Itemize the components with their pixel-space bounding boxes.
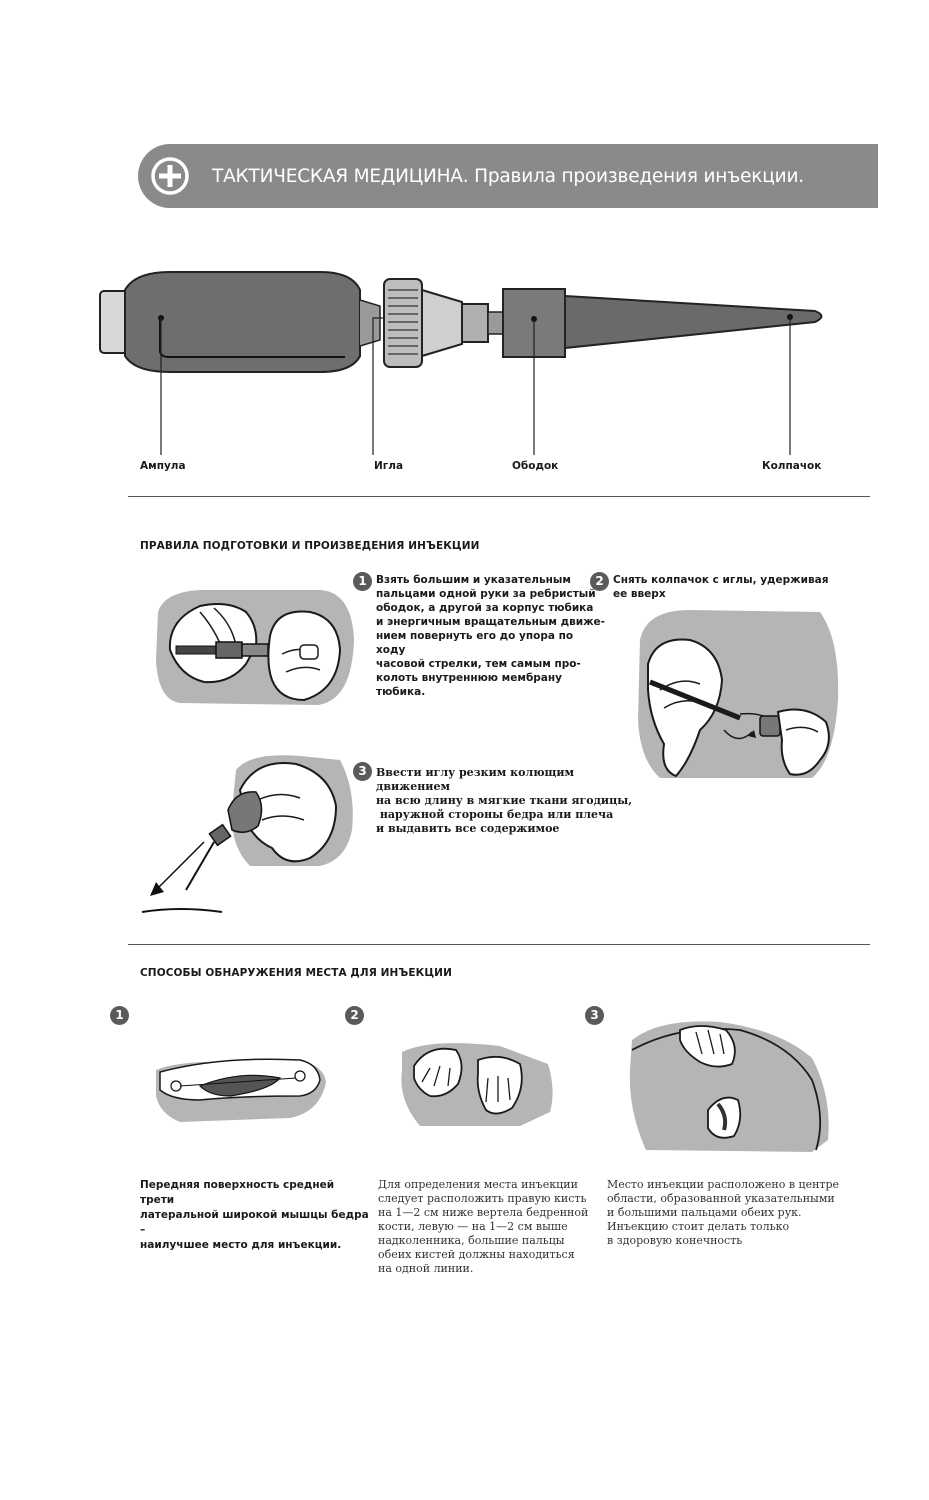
method-1-text: Передняя поверхность средней трети латер… [140,1178,370,1253]
method-1-line: Передняя поверхность средней трети [140,1178,370,1208]
method-2-line: следует расположить правую кисть [378,1192,598,1206]
method-2-line: надколенника, большие пальцы [378,1234,598,1248]
method-2-line: на одной линии. [378,1262,598,1276]
method-2-line: Для определения места инъекции [378,1178,598,1192]
method-1-line: латеральной широкой мышцы бедра – [140,1208,370,1238]
method-3-line: Место инъекции расположено в центре [607,1178,877,1192]
method-3-text: Место инъекции расположено в центре обла… [607,1178,877,1248]
method-3-line: в здоровую конечность [607,1234,877,1248]
method-2-text: Для определения места инъекции следует р… [378,1178,598,1276]
method-3-line: области, образованной указательными [607,1192,877,1206]
method-3-line: и большими пальцами обеих рук. [607,1206,877,1220]
method-1-line: наилучшее место для инъекции. [140,1238,370,1253]
method-2-line: обеих кистей должны находиться [378,1248,598,1262]
method-2-line: на 1—2 см ниже вертела бедренной [378,1206,598,1220]
method-2-line: кости, левую — на 1—2 см выше [378,1220,598,1234]
method-3-line: Инъекцию стоит делать только [607,1220,877,1234]
